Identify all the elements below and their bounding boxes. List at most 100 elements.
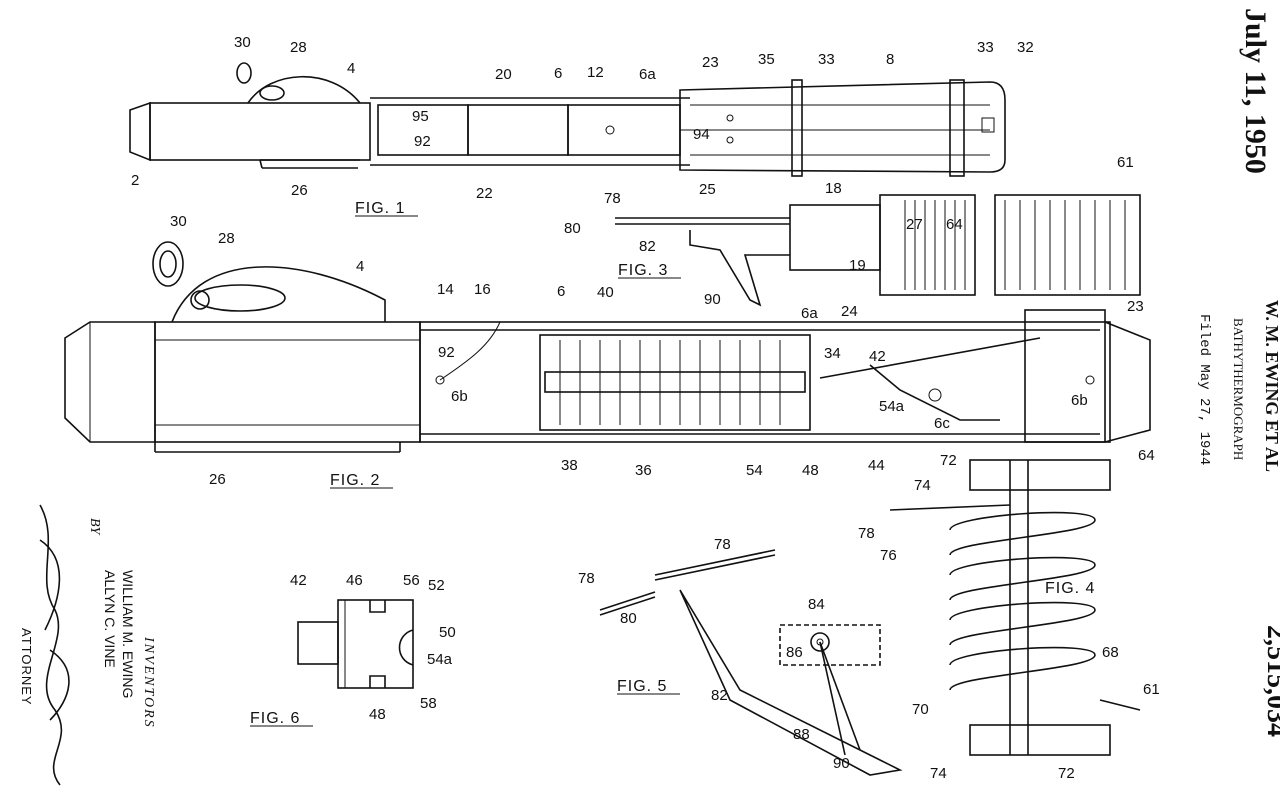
ref-numeral: 14 [437, 281, 454, 298]
figure-caption: FIG. 5 [617, 678, 667, 695]
ref-numeral: 24 [841, 303, 858, 320]
bellows-stack [559, 340, 781, 425]
ref-numeral: 78 [604, 190, 621, 207]
ref-numeral: 8 [886, 51, 894, 68]
ref-numeral: 12 [587, 64, 604, 81]
ref-numeral: 6c [934, 415, 950, 432]
ref-numeral: 6 [557, 283, 565, 300]
patent-title: BATHYTHERMOGRAPH [1231, 318, 1246, 461]
fig-3-coil [904, 200, 1126, 290]
ref-numeral: 88 [793, 726, 810, 743]
ref-numeral: 61 [1117, 154, 1134, 171]
ref-numeral: 30 [170, 213, 187, 230]
figure-caption: FIG. 3 [618, 262, 668, 279]
by-label: BY [87, 518, 102, 535]
figure-caption: FIG. 2 [330, 472, 380, 489]
ref-numeral: 6 [554, 65, 562, 82]
ref-numeral: 54 [746, 462, 763, 479]
ref-numeral: 28 [290, 39, 307, 56]
ref-numeral: 42 [290, 572, 307, 589]
ref-numeral: 84 [808, 596, 825, 613]
ref-numeral: 6a [801, 305, 818, 322]
ref-numeral: 16 [474, 281, 491, 298]
ref-numeral: 26 [209, 471, 226, 488]
ref-numeral: 68 [1102, 644, 1119, 661]
inventor-name-1: WILLIAM M. EWING [120, 570, 136, 699]
ref-numeral: 35 [758, 51, 775, 68]
fig-5-drawing [599, 549, 903, 776]
ref-numeral: 6b [1071, 392, 1088, 409]
ref-numeral: 20 [495, 66, 512, 83]
ref-numeral: 61 [1143, 681, 1160, 698]
patent-filed: Filed May 27, 1944 [1196, 314, 1212, 466]
ref-numeral: 52 [428, 577, 445, 594]
ref-numeral: 82 [639, 238, 656, 255]
ref-numeral: 25 [699, 181, 716, 198]
ref-numeral: 94 [693, 126, 710, 143]
ref-numeral: 54a [879, 398, 905, 415]
ref-numeral: 54a [427, 651, 453, 668]
ref-numeral: 78 [858, 525, 875, 542]
ref-numeral: 34 [824, 345, 841, 362]
ref-numeral: 4 [347, 60, 355, 77]
ref-numeral: 26 [291, 182, 308, 199]
ref-numeral: 30 [234, 34, 251, 51]
fig-2-drawing [64, 241, 1151, 453]
ref-numeral: 74 [930, 765, 947, 782]
fig-1-drawing [129, 62, 1006, 177]
ref-numeral: 32 [1017, 39, 1034, 56]
ref-numeral: 48 [802, 462, 819, 479]
ref-numeral: 38 [561, 457, 578, 474]
ref-numeral: 80 [564, 220, 581, 237]
ref-numeral: 36 [635, 462, 652, 479]
ref-numeral: 82 [711, 687, 728, 704]
ref-numeral: 78 [578, 570, 595, 587]
ref-numeral: 2 [131, 172, 139, 189]
fig-4-drawing [889, 459, 1141, 756]
ref-numeral: 28 [218, 230, 235, 247]
ref-numeral: 40 [597, 284, 614, 301]
attorney-signature [39, 504, 70, 786]
ref-numeral: 56 [403, 572, 420, 589]
ref-numeral: 92 [414, 133, 431, 150]
fig-6-drawing [297, 599, 414, 689]
patent-date: July 11, 1950 [1239, 8, 1272, 174]
ref-numeral: 33 [818, 51, 835, 68]
reference-numerals: 30 28 4 20 6 12 6a 23 35 33 8 33 32 95 9… [131, 34, 1160, 782]
ref-numeral: 80 [620, 610, 637, 627]
ref-numeral: 18 [825, 180, 842, 197]
ref-numeral: 27 [906, 216, 923, 233]
patent-names: W. M. EWING ET AL [1262, 300, 1280, 473]
ref-numeral: 78 [714, 536, 731, 553]
ref-numeral: 64 [1138, 447, 1155, 464]
ref-numeral: 46 [346, 572, 363, 589]
ref-numeral: 42 [869, 348, 886, 365]
ref-numeral: 22 [476, 185, 493, 202]
helical-spring [949, 511, 1096, 691]
ref-numeral: 95 [412, 108, 429, 125]
ref-numeral: 74 [914, 477, 931, 494]
ref-numeral: 86 [786, 644, 803, 661]
ref-numeral: 72 [940, 452, 957, 469]
ref-numeral: 44 [868, 457, 885, 474]
ref-numeral: 33 [977, 39, 994, 56]
inventors-heading: INVENTORS [141, 637, 156, 729]
ref-numeral: 64 [946, 216, 963, 233]
figure-caption: FIG. 1 [355, 200, 405, 217]
ref-numeral: 23 [1127, 298, 1144, 315]
ref-numeral: 90 [704, 291, 721, 308]
ref-numeral: 50 [439, 624, 456, 641]
ref-numeral: 70 [912, 701, 929, 718]
ref-numeral: 92 [438, 344, 455, 361]
attorney-label: ATTORNEY [19, 628, 34, 706]
figure-caption: FIG. 6 [250, 710, 300, 727]
ref-numeral: 6b [451, 388, 468, 405]
ref-numeral: 58 [420, 695, 437, 712]
ref-numeral: 4 [356, 258, 364, 275]
ref-numeral: 23 [702, 54, 719, 71]
ref-numeral: 48 [369, 706, 386, 723]
inventor-name-2: ALLYN C. VINE [102, 570, 118, 668]
ref-numeral: 76 [880, 547, 897, 564]
fig-3-drawing [615, 194, 1141, 307]
